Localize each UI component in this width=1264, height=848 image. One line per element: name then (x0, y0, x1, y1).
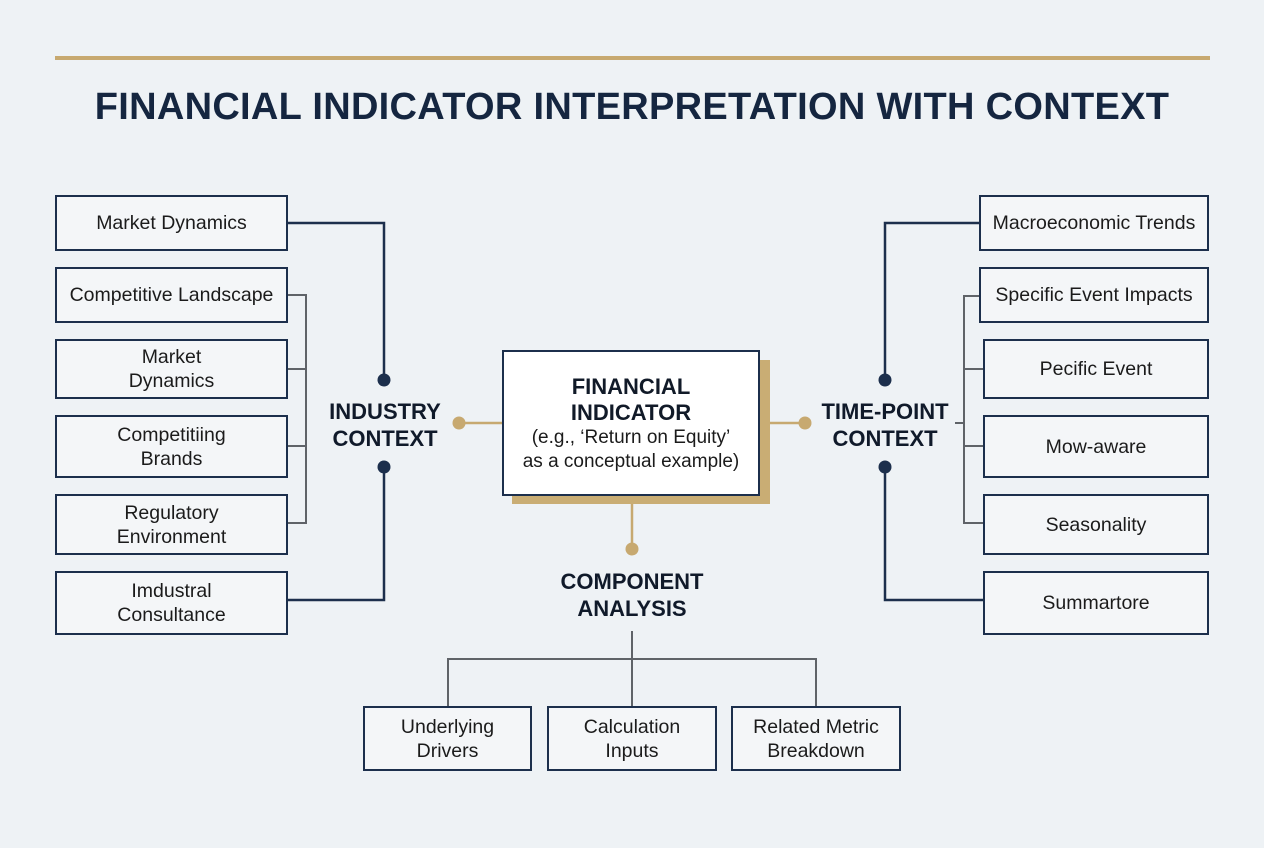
financial-indicator-subtitle: (e.g., ‘Return on Equity’ as a conceptua… (522, 427, 740, 472)
industry-item-industrial-consultance: Imdustral Consultance (55, 571, 288, 635)
page-title: FINANCIAL INDICATOR INTERPRETATION WITH … (94, 86, 1170, 128)
top-accent-rule (55, 56, 1210, 60)
industry-item-market-dynamics: Market Dynamics (55, 195, 288, 251)
bracket-time (955, 295, 983, 524)
node-time-top (878, 373, 892, 387)
industry-item-competitive-landscape: Competitive Landscape (55, 267, 288, 323)
component-item-calculation-inputs: Calculation Inputs (547, 706, 717, 771)
industry-item-regulatory-environment: Regulatory Environment (55, 494, 288, 555)
connector-industry-bottom (288, 467, 386, 602)
node-time-bottom (878, 460, 892, 474)
industry-item-market-dynamics-2: Market Dynamics (55, 339, 288, 399)
industry-item-competing-brands: Competitiing Brands (55, 415, 288, 478)
connector-time-top (883, 221, 979, 380)
node-component-gold (625, 542, 639, 556)
industry-context-label: INDUSTRY CONTEXT (329, 399, 441, 451)
time-point-context-label: TIME-POINT CONTEXT (821, 399, 949, 451)
tree-component (447, 631, 817, 706)
connector-time-bottom (883, 467, 983, 602)
financial-indicator-box: FINANCIAL INDICATOR (e.g., ‘Return on Eq… (502, 350, 760, 496)
component-item-related-metric-breakdown: Related Metric Breakdown (731, 706, 901, 771)
node-time-gold (798, 416, 812, 430)
node-industry-bottom (377, 460, 391, 474)
component-analysis-label: COMPONENT ANALYSIS (560, 569, 704, 621)
time-item-pecific-event: Pecific Event (983, 339, 1209, 399)
node-industry-gold (452, 416, 466, 430)
time-item-macroeconomic-trends: Macroeconomic Trends (979, 195, 1209, 251)
financial-indicator-title: FINANCIAL INDICATOR (570, 374, 692, 425)
time-item-specific-event-impacts: Specific Event Impacts (979, 267, 1209, 323)
time-item-mow-aware: Mow-aware (983, 415, 1209, 478)
component-item-underlying-drivers: Underlying Drivers (363, 706, 532, 771)
bracket-industry (288, 294, 307, 524)
connector-industry-top (288, 221, 386, 380)
node-industry-top (377, 373, 391, 387)
time-item-seasonality: Seasonality (983, 494, 1209, 555)
time-item-summartore: Summartore (983, 571, 1209, 635)
